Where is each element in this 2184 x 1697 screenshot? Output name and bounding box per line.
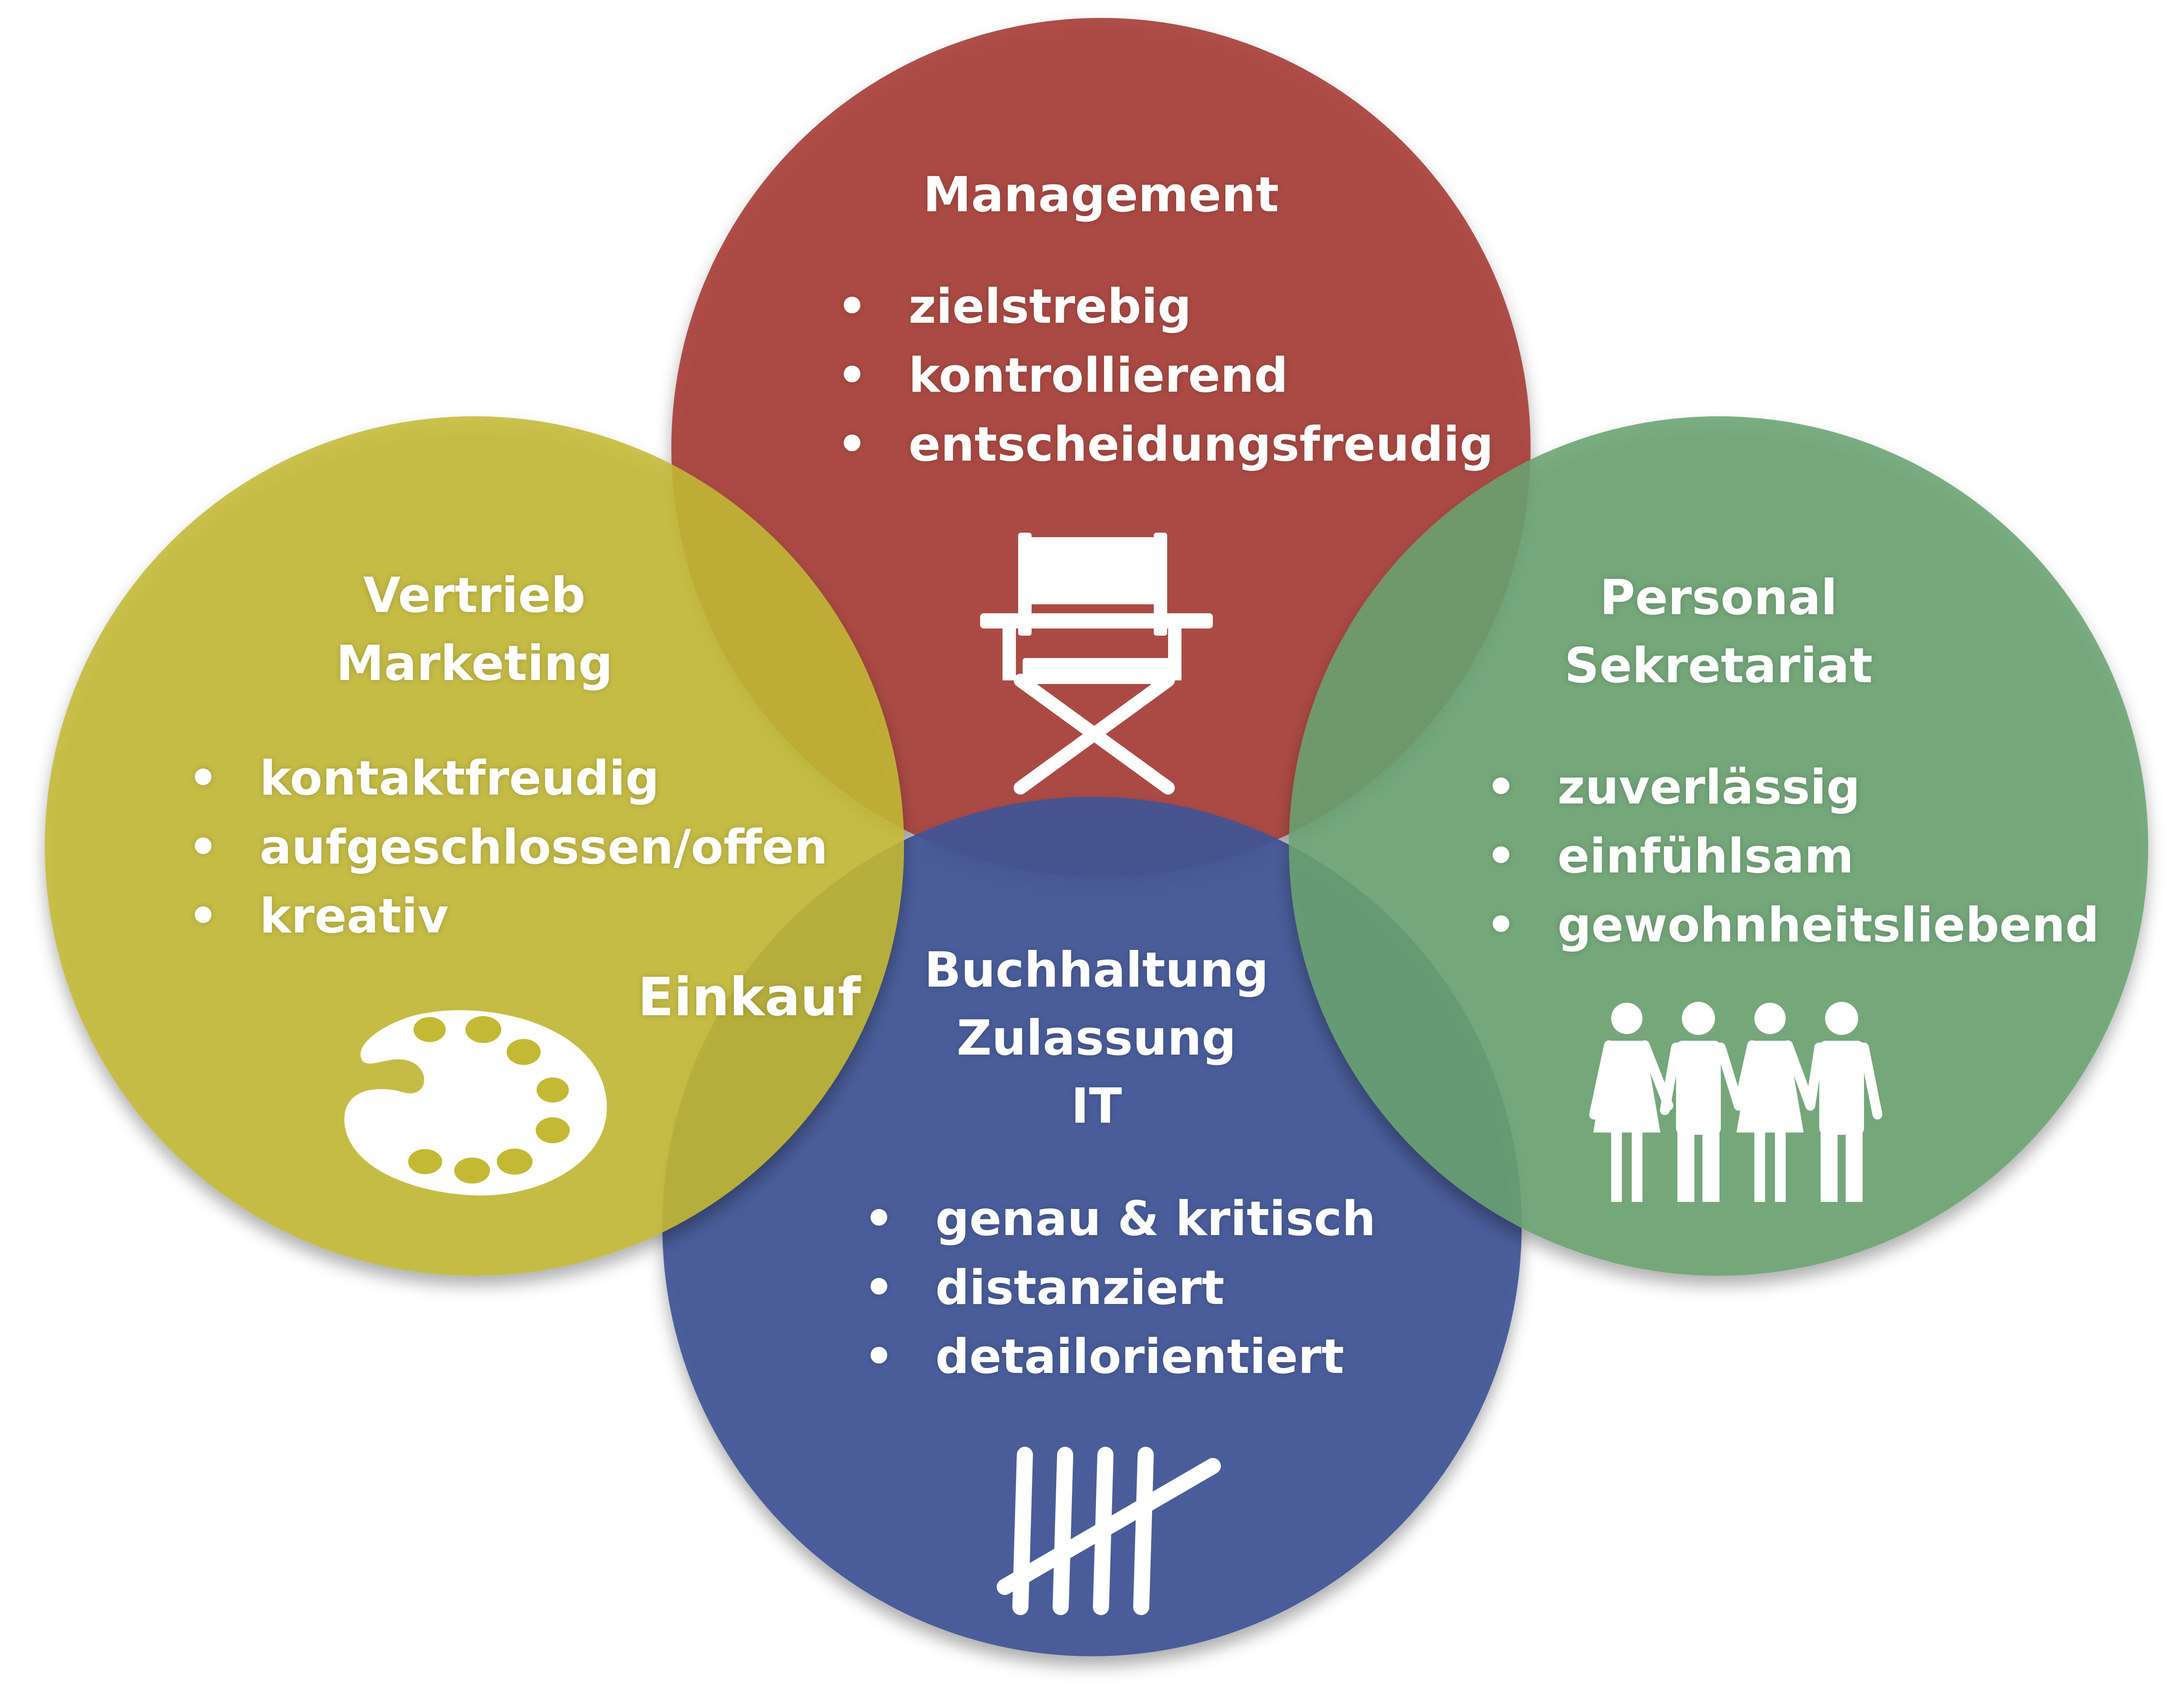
- einkauf-overlap-label: Einkauf: [638, 966, 861, 1028]
- personal-trait: gewohnheitsliebend: [1486, 891, 2099, 960]
- management-title: Management: [922, 161, 1280, 229]
- buchhaltung-title-line-3: IT: [1071, 1078, 1122, 1134]
- management-trait: zielstrebig: [837, 272, 1493, 341]
- personal-trait: einfühlsam: [1486, 822, 2099, 891]
- vertrieb-title-line-1: Vertrieb: [363, 568, 586, 624]
- personal-title-line-1: Personal: [1600, 570, 1838, 626]
- people-group-icon: [1589, 1002, 1882, 1202]
- management-traits: zielstrebig kontrollierend entscheidungs…: [837, 272, 1493, 479]
- management-title-line-1: Management: [923, 167, 1279, 223]
- vertrieb-title-line-2: Marketing: [336, 636, 613, 692]
- personal-title: Personal Sekretariat: [1540, 564, 1898, 700]
- vertrieb-traits: kontaktfreudig aufgeschlossen/offen krea…: [188, 744, 828, 951]
- vertrieb-title: Vertrieb Marketing: [295, 562, 653, 698]
- directors-chair-icon: [980, 533, 1213, 795]
- vertrieb-trait: kreativ: [188, 882, 828, 951]
- buchhaltung-trait: genau & kritisch: [864, 1184, 1376, 1253]
- personal-title-line-2: Sekretariat: [1564, 638, 1873, 694]
- buchhaltung-title-line-1: Buchhaltung: [924, 942, 1269, 998]
- tally-marks-icon: [997, 1447, 1221, 1615]
- personal-traits: zuverlässig einfühlsam gewohnheitslieben…: [1486, 753, 2099, 960]
- management-trait: entscheidungsfreudig: [837, 410, 1493, 479]
- paint-palette-icon: [344, 1010, 607, 1196]
- buchhaltung-traits: genau & kritisch distanziert detailorien…: [864, 1184, 1376, 1391]
- buchhaltung-title: Buchhaltung Zulassung IT: [917, 936, 1275, 1141]
- management-trait: kontrollierend: [837, 341, 1493, 410]
- vertrieb-trait: kontaktfreudig: [188, 744, 828, 813]
- buchhaltung-title-line-2: Zulassung: [956, 1010, 1237, 1066]
- buchhaltung-trait: detailorientiert: [864, 1322, 1376, 1391]
- buchhaltung-trait: distanziert: [864, 1253, 1376, 1322]
- vertrieb-trait: aufgeschlossen/offen: [188, 813, 828, 882]
- personal-trait: zuverlässig: [1486, 753, 2099, 822]
